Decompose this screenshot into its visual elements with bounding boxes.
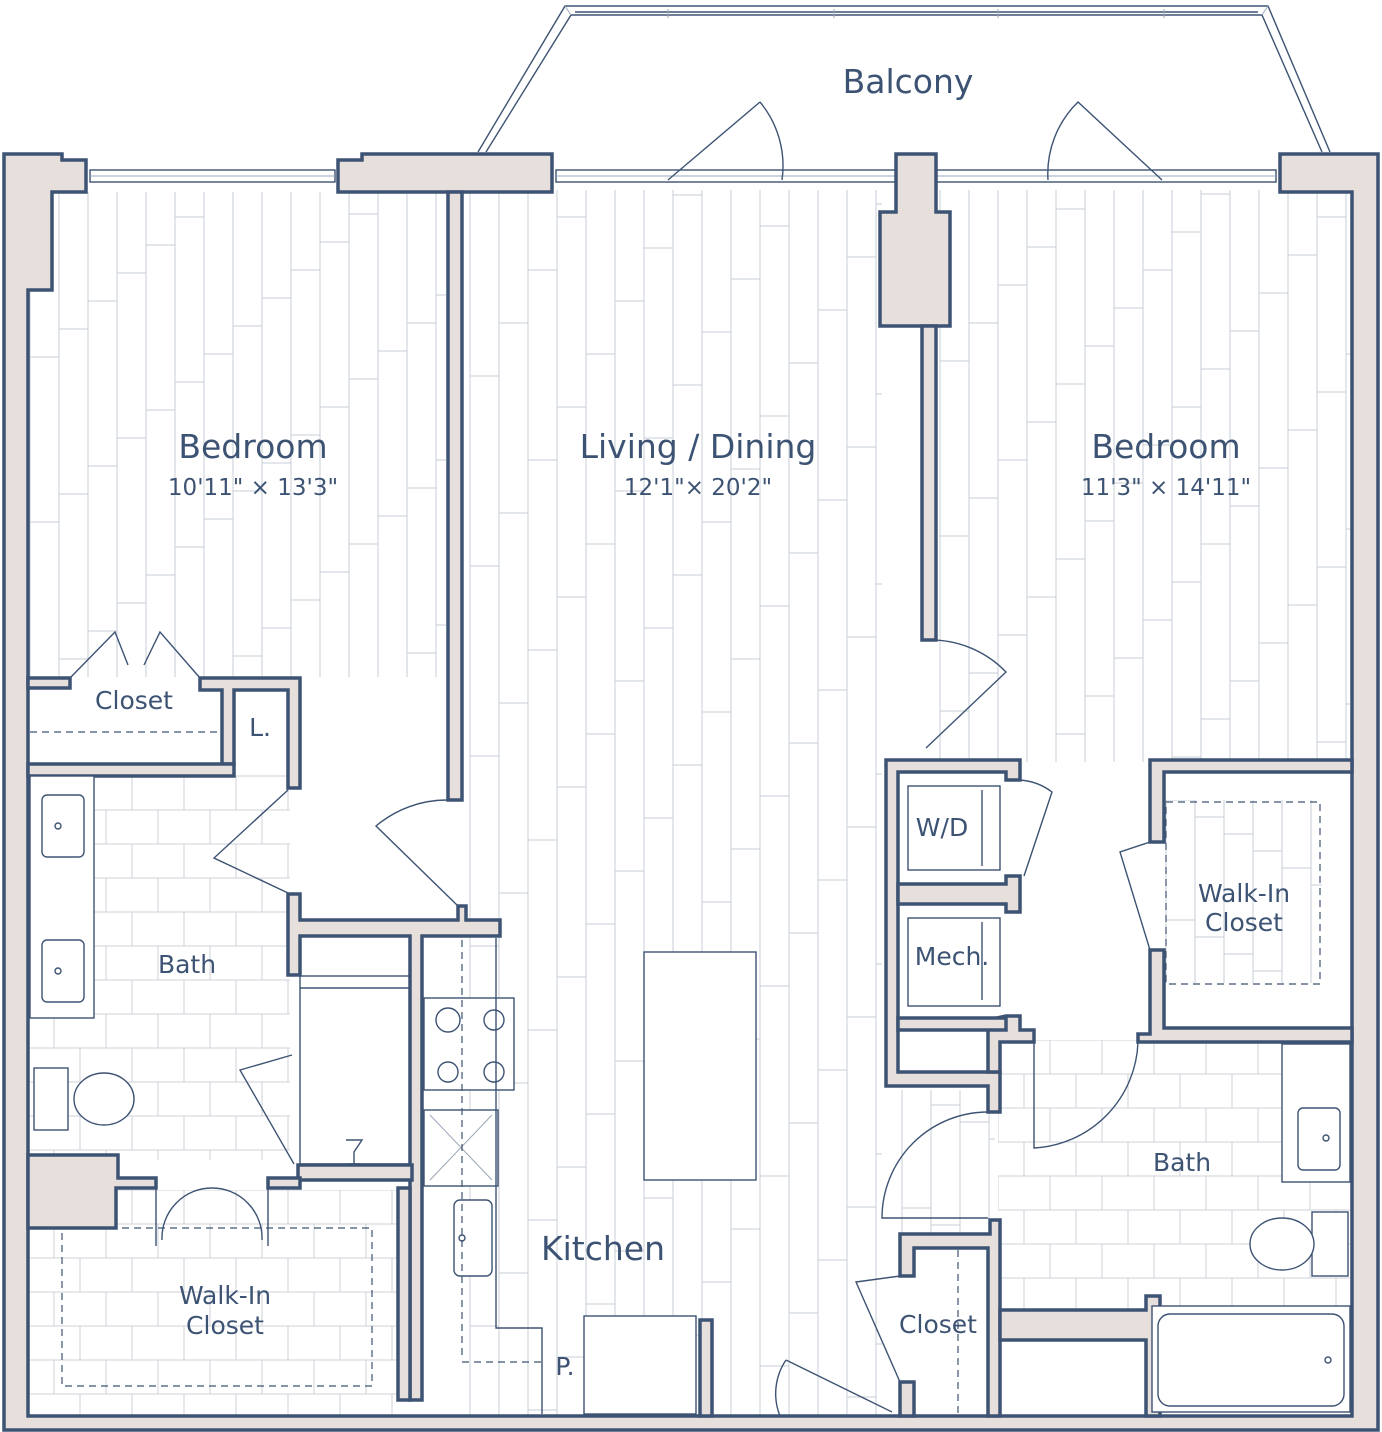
kitchen-label: Kitchen [541, 1229, 665, 1268]
living-size: 12'1"× 20'2" [624, 475, 772, 501]
walkin-right-label-2: Closet [1205, 908, 1283, 937]
floor-bedroom-right [939, 190, 1352, 762]
living-name: Living / Dining [580, 427, 817, 466]
pantry-label: P. [555, 1352, 574, 1381]
bath-right-fixtures [1151, 1043, 1351, 1413]
labels: Bedroom 10'11" × 13'3" Living / Dining 1… [95, 427, 1290, 1381]
closet-right-label: Closet [899, 1310, 977, 1339]
bath-right-label: Bath [1153, 1148, 1211, 1177]
doors [69, 101, 1163, 1417]
linen-label: L. [249, 713, 271, 742]
walkin-left-label-1: Walk-In [179, 1281, 271, 1310]
bedroom-left-name: Bedroom [178, 427, 327, 466]
floor-walkin-right [1165, 800, 1322, 983]
utility-fixtures [907, 785, 1001, 1007]
bedroom-left-size: 10'11" × 13'3" [168, 475, 338, 501]
walkin-left-label-2: Closet [186, 1311, 264, 1340]
balcony-label: Balcony [843, 62, 974, 101]
wd-label: W/D [916, 813, 968, 842]
walls [2, 152, 1380, 1432]
floor-living [469, 190, 882, 1420]
floor-bedroom-left [29, 192, 446, 677]
balcony: Balcony [477, 5, 1331, 153]
bedroom-right-size: 11'3" × 14'11" [1081, 475, 1251, 501]
bath-left-label: Bath [158, 950, 216, 979]
kitchen-fixtures [423, 938, 757, 1415]
mech-label: Mech. [915, 942, 990, 971]
closet-dashes [30, 731, 1321, 1414]
bath-left-fixtures [29, 775, 411, 1165]
walkin-right-label-1: Walk-In [1198, 879, 1290, 908]
bedroom-right-name: Bedroom [1091, 427, 1240, 466]
closet-left-label: Closet [95, 686, 173, 715]
windows [89, 169, 1277, 183]
